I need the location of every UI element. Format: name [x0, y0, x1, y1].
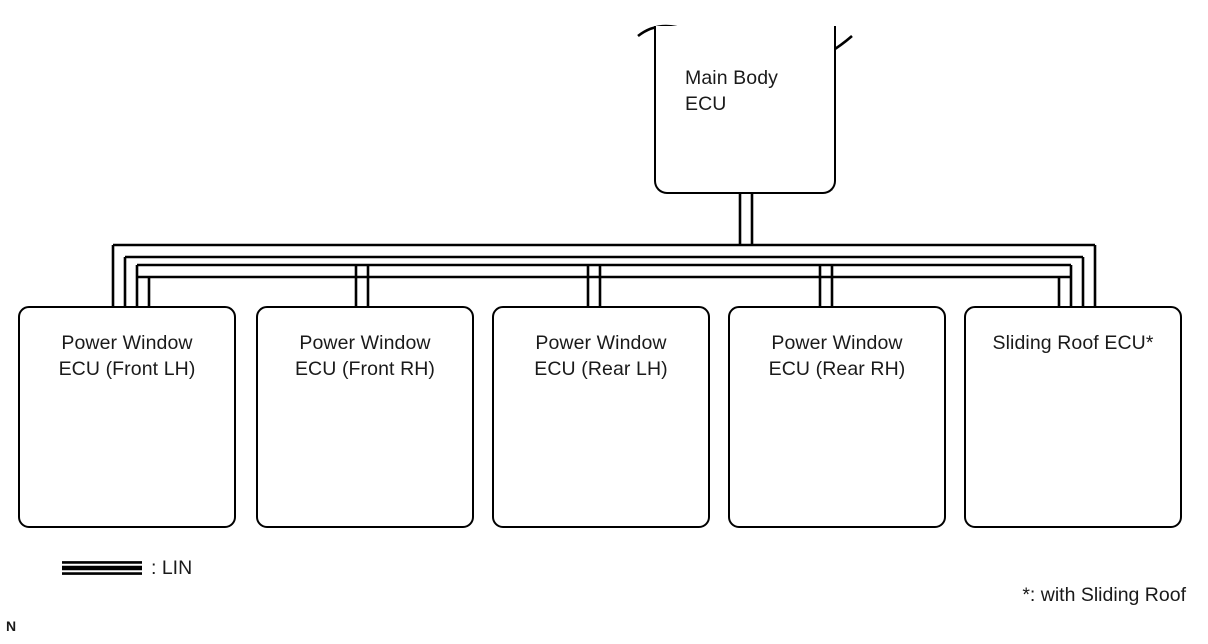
- power-window-ecu-front-rh-label: Power Window ECU (Front RH): [294, 332, 436, 380]
- power-window-ecu-rear-lh-label: Power Window ECU (Rear LH): [534, 332, 668, 380]
- power-window-ecu-front-lh-label: Power Window ECU (Front LH): [58, 332, 196, 380]
- main-body-ecu-label: Main Body ECU: [685, 67, 779, 115]
- power-window-ecu-rear-rh-box[interactable]: Power Window ECU (Rear RH): [728, 306, 946, 528]
- power-window-ecu-rear-lh-box[interactable]: Power Window ECU (Rear LH): [492, 306, 710, 528]
- footnote-text: *: with Sliding Roof: [1022, 584, 1186, 606]
- legend-label: : LIN: [151, 557, 193, 579]
- page-mark: N: [6, 618, 17, 634]
- lin-line-swatch-icon: [62, 561, 142, 575]
- sliding-roof-ecu-box[interactable]: Sliding Roof ECU*: [964, 306, 1182, 528]
- power-window-ecu-front-lh-box[interactable]: Power Window ECU (Front LH): [18, 306, 236, 528]
- power-window-ecu-front-rh-box[interactable]: Power Window ECU (Front RH): [256, 306, 474, 528]
- power-window-ecu-rear-rh-label: Power Window ECU (Rear RH): [768, 332, 906, 380]
- sliding-roof-ecu-label: Sliding Roof ECU*: [992, 332, 1154, 354]
- main-body-ecu-box[interactable]: Main Body ECU: [654, 26, 836, 194]
- legend: : LIN: [62, 558, 192, 578]
